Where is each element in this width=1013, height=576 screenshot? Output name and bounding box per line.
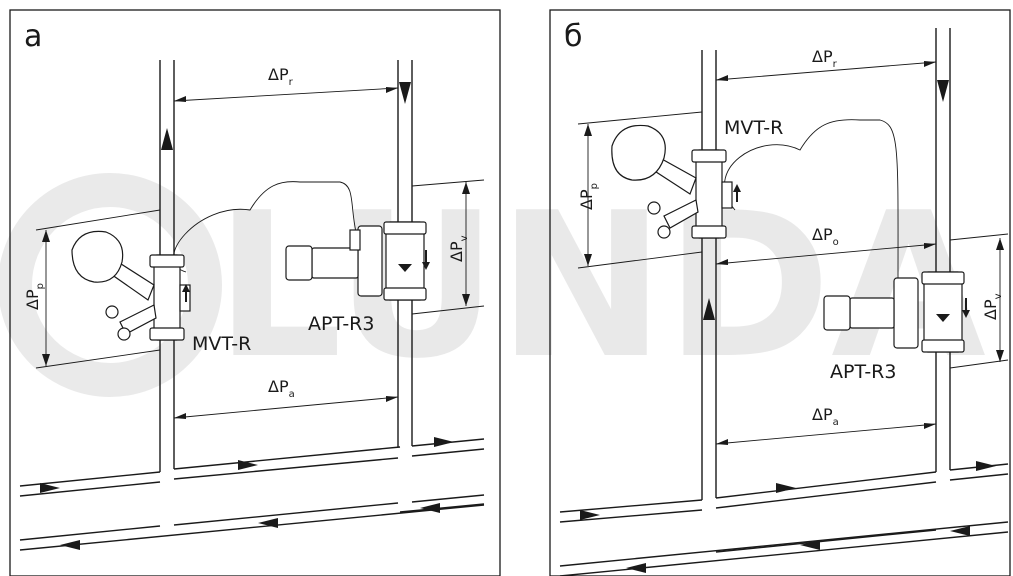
flow-arrow-icon bbox=[626, 563, 646, 573]
flow-arrow-icon bbox=[937, 80, 949, 102]
watermark-text: LUNDA bbox=[215, 170, 986, 403]
panel-b: б bbox=[549, 9, 1011, 576]
panel-a-mvt-r-label: MVT-R bbox=[192, 333, 251, 355]
panel-b-main-pipes bbox=[559, 461, 1009, 576]
handwheel-icon bbox=[611, 124, 666, 181]
knob-icon bbox=[285, 245, 313, 281]
watermark-circle-logo bbox=[0, 173, 222, 397]
panel-a: а bbox=[9, 9, 501, 576]
panel-a-label-dp-p: ΔPp bbox=[23, 283, 46, 310]
panel-a-apt-r3-label: APT-R3 bbox=[308, 313, 374, 335]
panel-a-dim-dp-v: ΔPv bbox=[411, 179, 485, 315]
flow-arrow-icon bbox=[434, 437, 454, 447]
flow-direction-icon bbox=[936, 314, 950, 322]
flow-direction-icon bbox=[398, 264, 412, 272]
panel-a-letter: а bbox=[24, 19, 42, 54]
panel-b-dim-dp-p: ΔPp bbox=[577, 111, 703, 269]
panel-a-capillary-tube bbox=[173, 181, 357, 273]
panel-b-dim-dp-o: ΔPo bbox=[715, 225, 937, 265]
panel-b-label-dp-v: ΔPv bbox=[981, 293, 1004, 320]
flow-arrow-icon bbox=[976, 461, 996, 471]
panel-b-dim-dp-v: ΔPv bbox=[949, 233, 1009, 369]
panel-a-dim-dp-r: ΔPr bbox=[173, 65, 399, 102]
panel-a-apt-r3-valve bbox=[285, 221, 430, 301]
small-arrow-icon bbox=[182, 284, 190, 292]
flow-arrow-icon bbox=[238, 460, 258, 470]
flow-arrow-icon bbox=[161, 128, 173, 150]
panel-a-left-riser bbox=[159, 60, 175, 472]
panel-b-label-dp-r: ΔPr bbox=[812, 47, 838, 70]
panel-b-capillary-tube bbox=[724, 119, 899, 289]
panel-b-dim-dp-r: ΔPr bbox=[715, 47, 937, 81]
panel-b-right-riser bbox=[935, 28, 951, 472]
panel-a-mvt-r-valve bbox=[71, 230, 191, 341]
panel-a-dim-dp-p: ΔPp bbox=[23, 209, 161, 369]
panel-b-mvt-r-label: MVT-R bbox=[724, 117, 783, 139]
panel-b-label-dp-a: ΔPa bbox=[812, 405, 839, 428]
small-arrow-icon bbox=[733, 184, 741, 192]
small-arrow-icon bbox=[422, 262, 430, 270]
flow-arrow-icon bbox=[399, 82, 411, 104]
flow-arrow-icon bbox=[40, 483, 60, 493]
panel-b-label-dp-p: ΔPp bbox=[577, 183, 600, 210]
panel-a-label-dp-v: ΔPv bbox=[447, 235, 470, 262]
panel-b-left-riser bbox=[701, 50, 717, 500]
panel-a-label-dp-a: ΔPa bbox=[268, 377, 295, 400]
watermark: LUNDA bbox=[0, 170, 986, 403]
panel-a-right-riser bbox=[397, 60, 413, 447]
handwheel-icon bbox=[71, 230, 124, 283]
flow-arrow-icon bbox=[800, 540, 820, 550]
flow-arrow-icon bbox=[950, 526, 970, 536]
panel-b-letter: б bbox=[564, 19, 583, 54]
flow-arrow-icon bbox=[703, 298, 715, 320]
panel-a-main-pipes bbox=[19, 437, 485, 551]
flow-arrow-icon bbox=[776, 483, 796, 493]
small-arrow-icon bbox=[962, 310, 970, 318]
panel-b-dim-dp-a: ΔPa bbox=[715, 405, 937, 445]
panel-a-label-dp-r: ΔPr bbox=[268, 65, 294, 88]
panel-b-apt-r3-label: APT-R3 bbox=[830, 361, 896, 383]
panel-b-label-dp-o: ΔPo bbox=[812, 225, 839, 248]
knob-icon bbox=[823, 295, 851, 331]
flow-arrow-icon bbox=[420, 503, 440, 513]
panel-b-mvt-r-valve bbox=[611, 124, 741, 239]
flow-arrow-icon bbox=[258, 518, 278, 528]
panel-a-dim-dp-a: ΔPa bbox=[173, 377, 399, 419]
panel-b-frame bbox=[549, 9, 1011, 576]
panel-b-apt-r3-valve bbox=[823, 271, 970, 353]
flow-arrow-icon bbox=[60, 540, 80, 550]
panel-a-frame bbox=[9, 9, 501, 576]
flow-arrow-icon bbox=[580, 510, 600, 520]
